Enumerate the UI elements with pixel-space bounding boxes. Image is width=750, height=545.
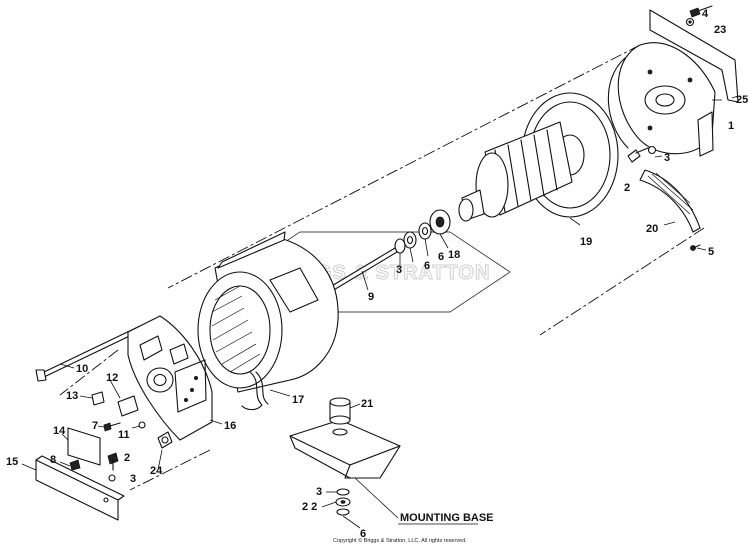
part-rotor-fan[interactable] (458, 92, 619, 222)
callout-25: 25 (736, 94, 748, 106)
callout-23: 23 (714, 24, 726, 36)
callout-7: 7 (92, 420, 98, 432)
part-stator-housing[interactable] (197, 231, 339, 411)
callout-8: 8 (50, 454, 56, 466)
part-cover-plate[interactable] (67, 427, 119, 482)
callout-13: 13 (66, 390, 78, 402)
part-mounting-base[interactable] (289, 397, 401, 479)
callout-18: 18 (448, 249, 460, 261)
callout-3: 3 (316, 486, 322, 498)
callout-3: 3 (130, 473, 136, 485)
mount-nuts[interactable] (335, 488, 351, 516)
callout-24: 24 (150, 465, 163, 477)
assembly-axis-lines (59, 44, 705, 491)
part-rear-bracket[interactable] (127, 315, 213, 441)
callout-6: 6 (360, 528, 366, 540)
callout-9: 9 (368, 291, 374, 303)
callout-11: 11 (118, 429, 130, 441)
part-end-bell[interactable] (607, 9, 739, 157)
mounting-base-label: MOUNTING BASE (400, 512, 494, 524)
callout-6: 6 (424, 260, 430, 272)
callout-14: 14 (53, 425, 66, 437)
part-rectifier-hardware[interactable] (91, 391, 173, 449)
callout-16: 16 (224, 420, 236, 432)
callout-5: 5 (708, 246, 714, 258)
callout-19: 19 (580, 236, 592, 248)
end-bell-screw[interactable] (627, 145, 657, 163)
mounting-base-caption: MOUNTING BASE (398, 512, 494, 525)
callout-3: 3 (664, 152, 670, 164)
callout-10: 10 (76, 363, 88, 375)
callout-1: 1 (728, 120, 734, 132)
part-mounting-rail[interactable] (35, 455, 125, 521)
callout-3: 3 (396, 264, 402, 276)
callout-labels: 1 2 2 3 3 3 3 4 5 6 6 6 7 8 9 10 11 12 1… (6, 8, 748, 540)
callout-17: 17 (292, 394, 304, 406)
part-brush-cover[interactable] (639, 169, 701, 251)
callout-22: 2 2 (302, 501, 317, 513)
callout-12: 12 (106, 372, 118, 384)
top-fasteners[interactable] (685, 5, 713, 27)
part-bearing-washers[interactable] (394, 209, 451, 254)
callout-20: 20 (646, 223, 658, 235)
callout-6: 6 (438, 251, 444, 263)
callout-2: 2 (624, 182, 630, 194)
callout-15: 15 (6, 456, 18, 468)
callout-2: 2 (124, 452, 130, 464)
copyright-notice: Copyright © Briggs & Stratton, LLC. All … (333, 537, 467, 544)
callout-21: 21 (361, 398, 373, 410)
callout-4: 4 (702, 8, 709, 20)
leader-lines (21, 95, 739, 529)
